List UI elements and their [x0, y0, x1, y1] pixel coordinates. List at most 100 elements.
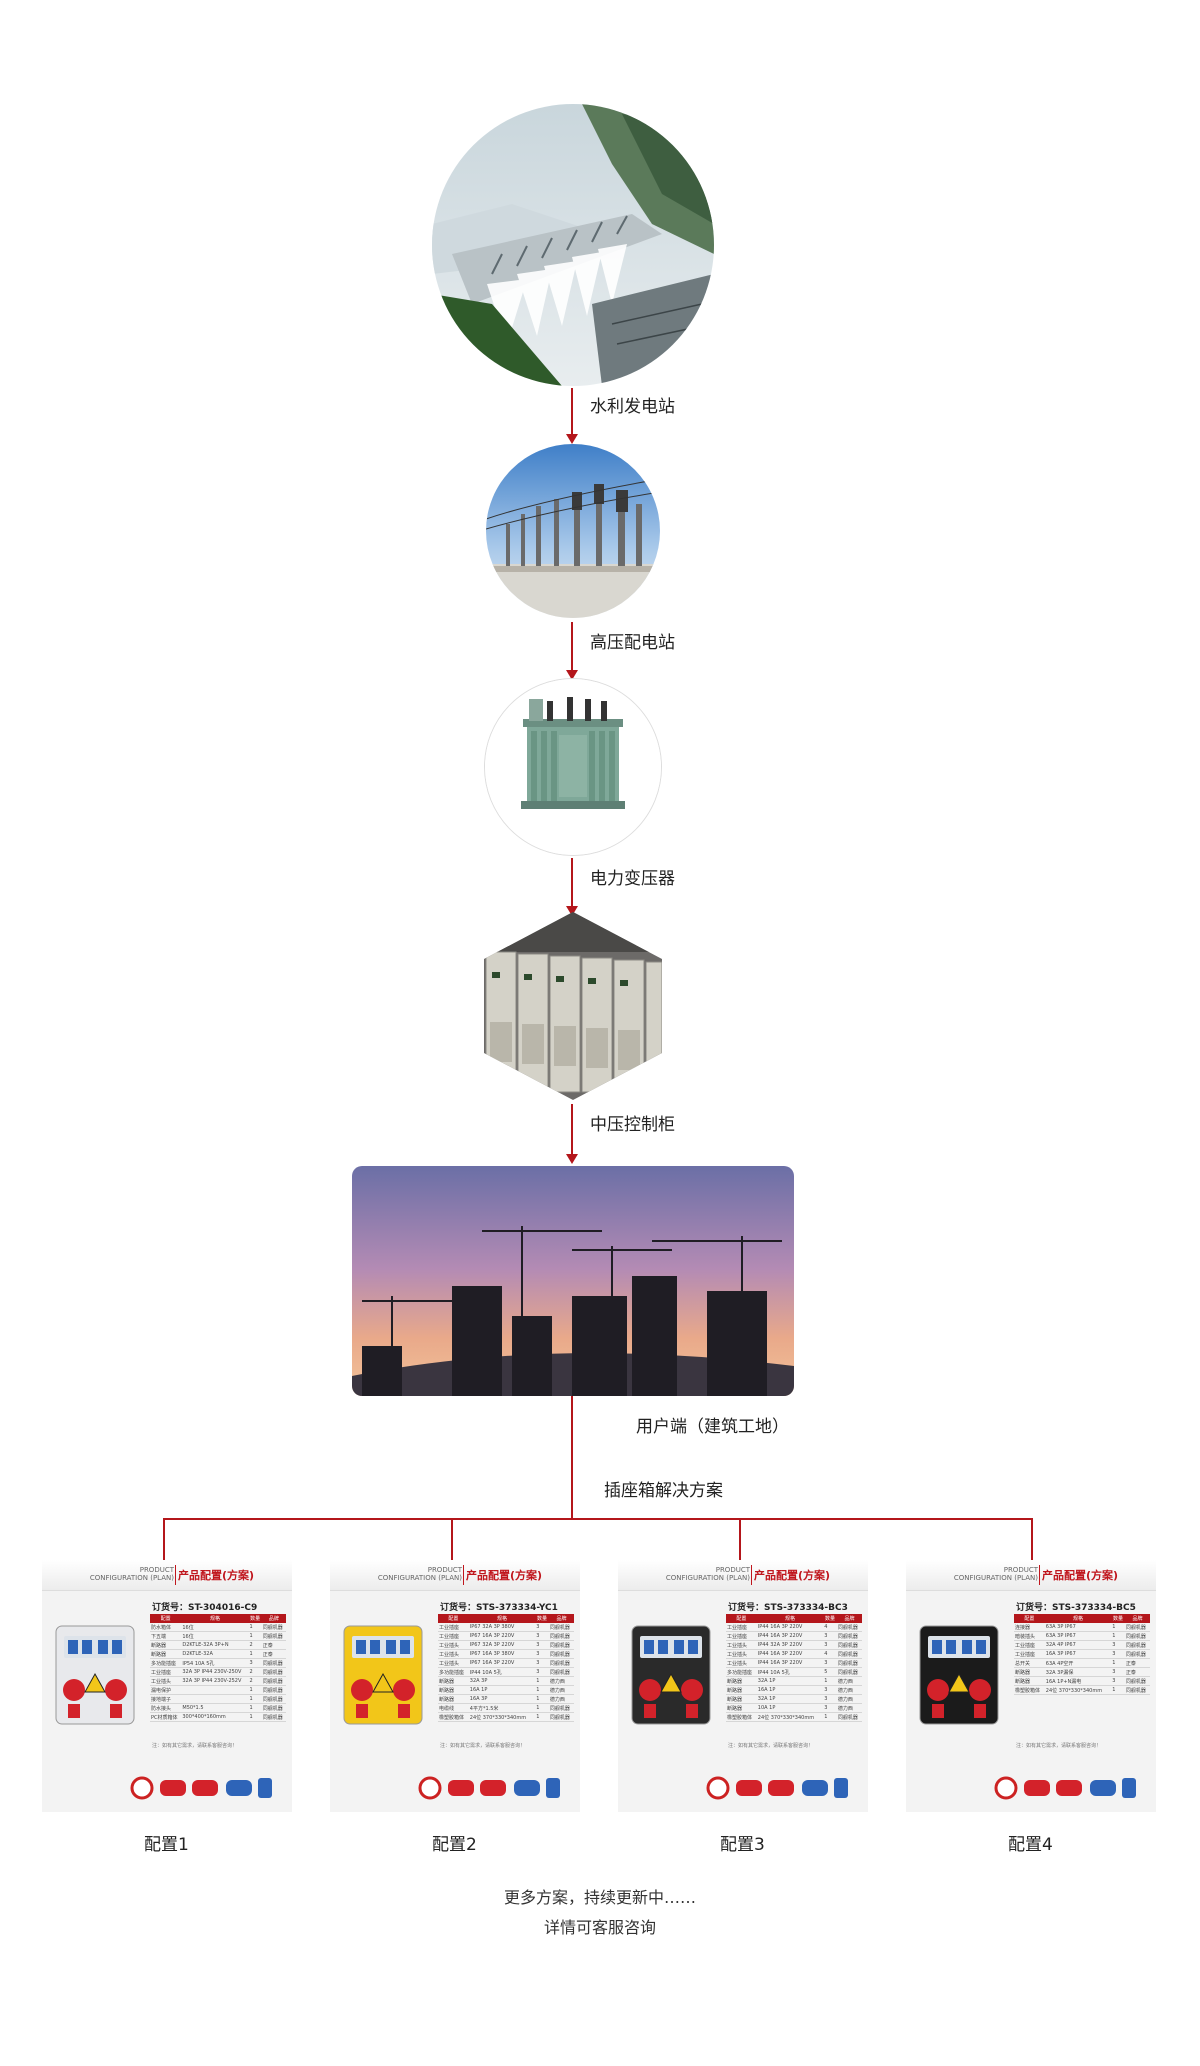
table-cell: 漏电保护	[150, 1685, 182, 1695]
table-cell: 同舰机器	[261, 1685, 286, 1695]
table-cell: 同舰机器	[261, 1667, 286, 1677]
table-cell: 4	[823, 1623, 837, 1632]
table-cell: 16位	[181, 1623, 249, 1632]
table-cell: 德力西	[836, 1694, 862, 1704]
table-cell	[181, 1694, 249, 1704]
table-cell: 同舰机器	[1124, 1649, 1150, 1659]
spec-table-header-cell: 规格	[1044, 1614, 1112, 1623]
table-cell: 德力西	[836, 1676, 862, 1686]
table-cell: 1	[535, 1712, 549, 1722]
table-cell: 多功能插座	[150, 1658, 182, 1668]
spec-table-header-cell: 规格	[181, 1614, 249, 1623]
socket-box-image	[919, 1625, 999, 1725]
table-cell: 63A 4P空开	[1044, 1658, 1112, 1668]
table-cell: 工业插座	[726, 1631, 757, 1641]
table-cell: 16A 1P	[756, 1685, 824, 1695]
table-cell: 同舰机器	[836, 1649, 862, 1659]
table-cell: 同舰机器	[836, 1631, 862, 1641]
spec-table-header: 配置规格数量品牌	[726, 1614, 862, 1623]
order-number: 订货号：STS-373334-BC3	[728, 1603, 848, 1613]
config-label-4: 配置4	[1008, 1835, 1053, 1855]
table-cell: 断路器	[1014, 1676, 1045, 1686]
construction-site-photo	[352, 1166, 794, 1396]
spec-table-header: 配置规格数量品牌	[438, 1614, 574, 1623]
branch-horizontal	[163, 1518, 1033, 1520]
config-label-1: 配置1	[144, 1835, 189, 1855]
table-cell: IP67 16A 3P 380V	[468, 1649, 536, 1659]
connector-plugs-image	[418, 1776, 560, 1800]
card-header-cn: 产品配置(方案)	[178, 1569, 255, 1582]
connector-plugs-image	[706, 1776, 848, 1800]
table-cell: 德力西	[836, 1703, 862, 1713]
table-cell: IP44 32A 3P 220V	[756, 1640, 824, 1650]
table-cell: IP67 16A 3P 220V	[468, 1658, 536, 1668]
spec-table-header-cell: 配置	[438, 1614, 469, 1623]
spec-table-header-cell: 配置	[1014, 1614, 1045, 1623]
spec-table-header-cell: 数量	[823, 1614, 837, 1623]
table-cell: 5	[823, 1667, 837, 1677]
table-cell: 工业插头	[438, 1658, 469, 1668]
spec-table-header-cell: 品牌	[548, 1614, 574, 1623]
footer-line-1: 更多方案，持续更新中……	[503, 1888, 696, 1907]
solution-label: 插座箱解决方案	[604, 1481, 723, 1501]
connector-plugs-image	[994, 1776, 1136, 1800]
table-cell: 同舰机器	[1124, 1623, 1150, 1632]
spec-table-header-cell: 品牌	[1124, 1614, 1150, 1623]
footer-line-2: 详情可客服咨询	[543, 1918, 656, 1937]
table-cell: 1	[535, 1676, 549, 1686]
table-cell: 断路器	[438, 1694, 469, 1704]
flow-arrow-4	[566, 1154, 578, 1164]
table-cell: 同舰机器	[548, 1712, 574, 1722]
card-header-divider	[751, 1565, 752, 1585]
table-cell: 32A 1P	[756, 1694, 824, 1704]
table-cell: 3	[1111, 1640, 1125, 1650]
table-cell: 工业插头	[150, 1676, 182, 1686]
table-cell: 工业插座	[438, 1623, 469, 1632]
table-cell: 同舰机器	[261, 1631, 286, 1641]
socket-box-image	[631, 1625, 711, 1725]
table-cell: 1	[535, 1694, 549, 1704]
table-cell: 同舰机器	[548, 1649, 574, 1659]
table-cell: 橡塑胶箱体	[438, 1712, 469, 1722]
table-cell: 3	[823, 1685, 837, 1695]
table-cell: 10A 1P	[756, 1703, 824, 1713]
table-cell: 总开关	[1014, 1658, 1045, 1668]
table-cell: 断路器	[726, 1685, 757, 1695]
table-cell: 3	[1111, 1667, 1125, 1677]
table-cell: 工业插座	[438, 1631, 469, 1641]
table-cell: 橡塑胶箱体	[726, 1712, 757, 1722]
table-cell: PC材质箱体	[150, 1712, 182, 1722]
stage-label-transformer: 电力变压器	[590, 869, 675, 889]
table-cell: M50*1.5	[181, 1703, 249, 1713]
table-cell: 32A 3P	[468, 1676, 536, 1686]
branch-drop-1	[163, 1518, 165, 1560]
spec-table-header-cell: 规格	[756, 1614, 824, 1623]
table-cell: 1	[248, 1712, 262, 1722]
table-cell: 同舰机器	[548, 1658, 574, 1668]
stage-label-switchgear: 中压控制柜	[590, 1115, 675, 1135]
card-note: 注：如有其它需求，请联系客服咨询！	[728, 1743, 814, 1749]
table-cell: 同舰机器	[261, 1658, 286, 1668]
table-cell: IP67 32A 3P 380V	[468, 1623, 536, 1632]
table-cell: 德力西	[548, 1685, 574, 1695]
